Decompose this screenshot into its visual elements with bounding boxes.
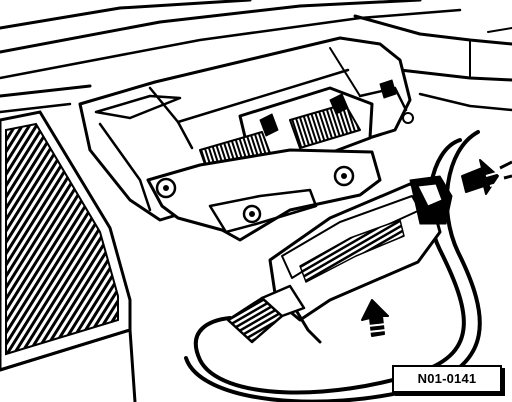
vent-grille [0, 110, 137, 402]
connector-plug [226, 175, 453, 344]
arrow-lift-icon [361, 299, 389, 337]
control-unit [78, 36, 414, 242]
arrow-release-icon [461, 159, 512, 195]
mounting-panel [0, 0, 512, 114]
figure-reference-label: N01-0141 [392, 365, 502, 393]
